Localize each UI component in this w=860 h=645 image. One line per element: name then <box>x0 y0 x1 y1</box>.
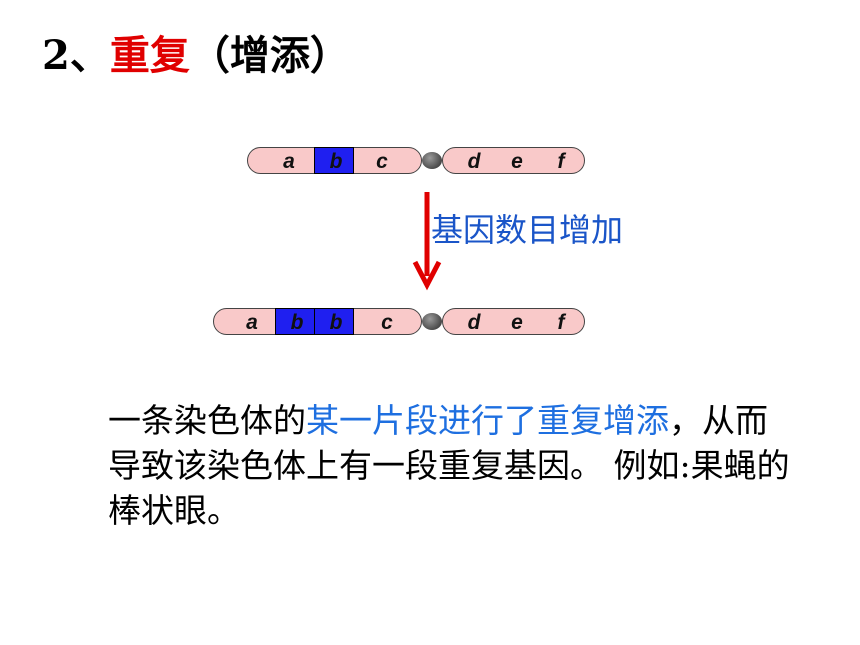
gene-label: e <box>511 311 523 334</box>
description-part2: ，从而导致该染色体上有一段重复基因。 例如:果蝇的棒状眼。 <box>108 401 790 530</box>
chromosome-right-arm <box>442 308 585 335</box>
gene-label: d <box>467 150 481 173</box>
gene-label: f <box>557 150 565 173</box>
centromere <box>422 152 442 169</box>
title-number: 2、 <box>42 32 110 79</box>
description-part1: 一条染色体的 <box>108 401 306 440</box>
centromere <box>422 313 442 330</box>
chromosome-right-arm <box>442 147 585 174</box>
gene-label: a <box>283 150 295 173</box>
down-arrow-icon <box>412 192 442 291</box>
gene-label: f <box>557 311 565 334</box>
gene-label: b <box>329 150 343 173</box>
description-text: 一条染色体的某一片段进行了重复增添，从而导致该染色体上有一段重复基因。 例如:果… <box>108 398 798 533</box>
gene-band-b <box>275 308 315 335</box>
title-highlight: 重复 <box>109 32 190 79</box>
gene-label: d <box>467 311 481 334</box>
gene-label: c <box>381 311 393 334</box>
gene-label: e <box>511 150 523 173</box>
gene-label: b <box>329 311 343 334</box>
gene-label: a <box>246 311 258 334</box>
arrow-label: 基因数目增加 <box>431 211 624 249</box>
gene-band-b <box>314 147 354 174</box>
description-highlight: 某一片段进行了重复增添 <box>306 401 669 440</box>
gene-band-b-duplicate <box>314 308 354 335</box>
slide-title: 2、重复（增添） <box>42 26 350 86</box>
title-rest: （增添） <box>189 32 350 79</box>
gene-label: b <box>290 311 304 334</box>
gene-label: c <box>376 150 388 173</box>
